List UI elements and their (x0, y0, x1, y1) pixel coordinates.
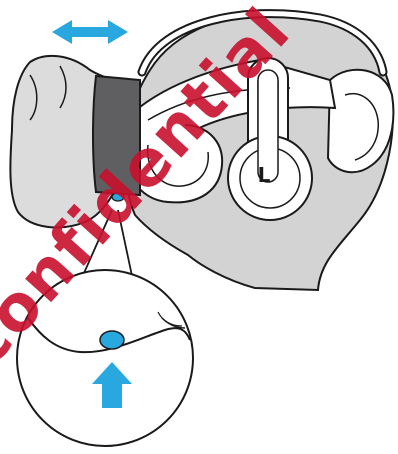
visor-adjust-button-small (111, 192, 125, 202)
adjustment-button-icon (99, 330, 125, 350)
headset-top-strap (137, 9, 388, 77)
ear-pad: L (227, 69, 313, 221)
headset-back-module (326, 68, 395, 174)
up-arrow-icon (92, 362, 132, 408)
ear-side-label: L (258, 163, 271, 187)
visor-band (92, 74, 141, 197)
double-headed-horizontal-arrow-icon (52, 20, 128, 44)
